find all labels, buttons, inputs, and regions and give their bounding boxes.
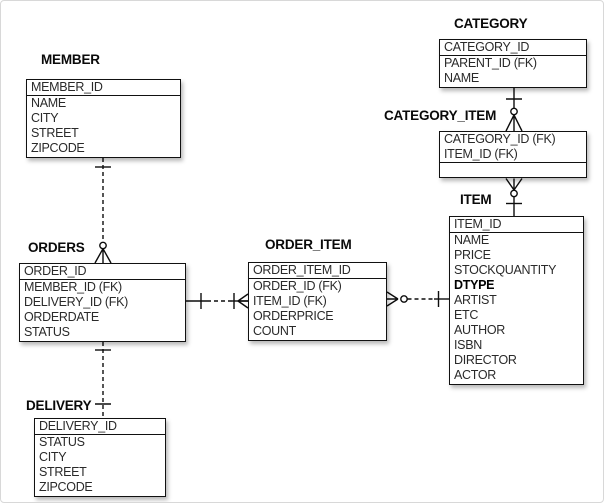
relationship-orders-delivery <box>95 342 111 418</box>
field: CITY <box>31 111 59 125</box>
pk-field: CATEGORY_ID (FK) <box>444 132 556 146</box>
field: PARENT_ID (FK) <box>444 56 537 70</box>
relationship-category-category-item <box>505 88 523 132</box>
field: ORDERDATE <box>24 310 99 324</box>
many-crowfoot-marker <box>505 114 523 132</box>
field: COUNT <box>253 324 296 338</box>
entity-title-category-item: CATEGORY_ITEM <box>384 108 497 123</box>
pk-field: ITEM_ID (FK) <box>444 147 518 161</box>
field: ZIPCODE <box>31 141 85 155</box>
entity-title-delivery: DELIVERY <box>26 398 92 413</box>
field: ETC <box>454 308 479 322</box>
entity-delivery: DELIVERY_ID STATUS CITY STREET ZIPCODE <box>34 418 166 497</box>
field: MEMBER_ID (FK) <box>24 280 122 294</box>
pk-field: ITEM_ID <box>450 217 583 233</box>
entity-item: ITEM_ID NAME PRICE STOCKQUANTITY DTYPE A… <box>449 216 584 385</box>
field: ACTOR <box>454 368 497 382</box>
field: CITY <box>39 450 67 464</box>
field: ISBN <box>454 338 482 352</box>
many-crowfoot-marker <box>386 291 399 307</box>
entity-title-orders: ORDERS <box>28 240 85 255</box>
field: ORDER_ID (FK) <box>253 279 342 293</box>
pk-section: CATEGORY_ID (FK) ITEM_ID (FK) <box>440 132 586 163</box>
field: STATUS <box>39 435 85 449</box>
field-discriminator: DTYPE <box>454 278 495 292</box>
field: NAME <box>444 71 479 85</box>
field: NAME <box>31 96 66 110</box>
field: DELIVERY_ID (FK) <box>24 295 129 309</box>
field: ZIPCODE <box>39 480 93 494</box>
zero-marker <box>400 295 408 303</box>
pk-field: MEMBER_ID <box>27 80 180 96</box>
field: NAME <box>454 233 489 247</box>
field: STREET <box>31 126 79 140</box>
entity-title-item: ITEM <box>460 192 492 207</box>
field: STREET <box>39 465 87 479</box>
entity-orders: ORDER_ID MEMBER_ID (FK) DELIVERY_ID (FK)… <box>19 263 186 342</box>
many-crowfoot-marker <box>505 178 523 191</box>
pk-field: DELIVERY_ID <box>35 419 165 435</box>
relationship-member-orders <box>94 158 112 264</box>
entity-order-item: ORDER_ITEM_ID ORDER_ID (FK) ITEM_ID (FK)… <box>248 262 387 341</box>
entity-category-item: CATEGORY_ID (FK) ITEM_ID (FK) <box>439 131 587 178</box>
field: AUTHOR <box>454 323 505 337</box>
field: STATUS <box>24 325 70 339</box>
zero-marker <box>510 189 518 198</box>
many-crowfoot-marker <box>94 248 112 264</box>
field: ITEM_ID (FK) <box>253 294 327 308</box>
relationship-orders-order-item <box>186 293 249 309</box>
field: ORDERPRICE <box>253 309 334 323</box>
empty-attribute-section <box>440 163 586 175</box>
entity-title-category: CATEGORY <box>454 16 528 31</box>
entity-title-order-item: ORDER_ITEM <box>265 237 352 252</box>
field: ARTIST <box>454 293 497 307</box>
entity-title-member: MEMBER <box>41 52 100 67</box>
pk-field: ORDER_ITEM_ID <box>249 263 386 279</box>
zero-marker <box>99 241 107 250</box>
field: PRICE <box>454 248 491 262</box>
field: DIRECTOR <box>454 353 517 367</box>
pk-field: ORDER_ID <box>20 264 185 280</box>
relationship-order-item-item <box>386 291 449 307</box>
relationship-category-item-item <box>505 178 523 216</box>
entity-member: MEMBER_ID NAME CITY STREET ZIPCODE <box>26 79 181 158</box>
zero-marker <box>510 107 518 116</box>
pk-field: CATEGORY_ID <box>440 40 586 56</box>
entity-category: CATEGORY_ID PARENT_ID (FK) NAME <box>439 39 587 88</box>
many-crowfoot-marker <box>237 293 249 309</box>
field: STOCKQUANTITY <box>454 263 557 277</box>
